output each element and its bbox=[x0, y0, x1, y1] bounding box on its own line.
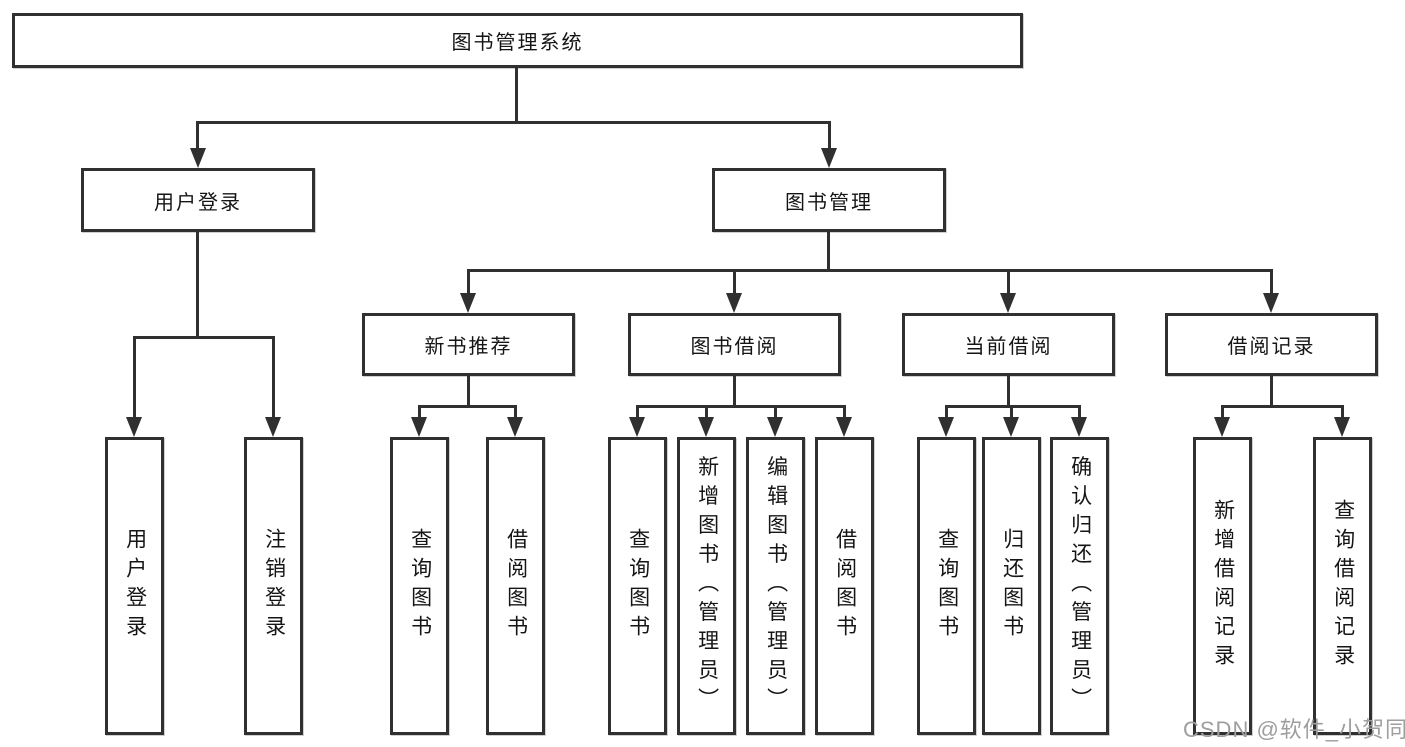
leaf-label: 确认归还（管理员） bbox=[1068, 455, 1092, 717]
connector-line bbox=[733, 269, 736, 296]
leaf-query-book-current: 查询图书 bbox=[917, 437, 976, 735]
node-label: 当前借阅 bbox=[964, 336, 1053, 358]
leaf-query-book-recommend: 查询图书 bbox=[390, 437, 449, 735]
arrowhead bbox=[1334, 417, 1350, 437]
leaf-confirm-return-admin: 确认归还（管理员） bbox=[1050, 437, 1109, 735]
connector-line bbox=[1007, 376, 1010, 407]
connector-line bbox=[636, 405, 845, 408]
leaf-label: 查询图书 bbox=[408, 528, 432, 644]
connector-line bbox=[133, 336, 275, 339]
leaf-add-book-admin: 新增图书（管理员） bbox=[677, 437, 736, 735]
arrowhead bbox=[190, 148, 206, 168]
connector-line bbox=[515, 68, 518, 121]
node-label: 图书管理系统 bbox=[451, 32, 584, 54]
connector-line bbox=[1221, 405, 1344, 408]
connector-line bbox=[1270, 269, 1273, 296]
connector-line bbox=[733, 376, 736, 407]
leaf-label: 借阅图书 bbox=[504, 528, 528, 644]
arrowhead bbox=[938, 417, 954, 437]
connector-line bbox=[418, 405, 421, 419]
leaf-label: 新增借阅记录 bbox=[1211, 499, 1235, 673]
connector-line bbox=[514, 405, 517, 419]
arrowhead bbox=[726, 293, 742, 313]
connector-line bbox=[827, 232, 830, 272]
arrowhead bbox=[411, 417, 427, 437]
leaf-label: 新增图书（管理员） bbox=[695, 455, 719, 717]
node-current-borrow: 当前借阅 bbox=[902, 313, 1115, 376]
arrowhead bbox=[629, 417, 645, 437]
arrowhead bbox=[767, 417, 783, 437]
leaf-label: 借阅图书 bbox=[833, 528, 857, 644]
leaf-label: 用户登录 bbox=[123, 528, 147, 644]
leaf-query-book-borrow: 查询图书 bbox=[608, 437, 667, 735]
node-label: 借阅记录 bbox=[1227, 336, 1316, 358]
connector-line bbox=[196, 232, 199, 338]
arrowhead bbox=[698, 417, 714, 437]
connector-line bbox=[843, 405, 846, 419]
arrowhead bbox=[1000, 293, 1016, 313]
arrowhead bbox=[1263, 293, 1279, 313]
arrowhead bbox=[1214, 417, 1230, 437]
connector-line bbox=[636, 405, 639, 419]
node-user-login: 用户登录 bbox=[81, 168, 315, 232]
node-book-borrow: 图书借阅 bbox=[628, 313, 841, 376]
leaf-label: 编辑图书（管理员） bbox=[764, 455, 788, 717]
node-label: 新书推荐 bbox=[424, 336, 513, 358]
node-label: 图书管理 bbox=[785, 191, 873, 214]
arrowhead bbox=[265, 417, 281, 437]
connector-line bbox=[1221, 405, 1224, 419]
leaf-borrow-book-recommend: 借阅图书 bbox=[486, 437, 545, 735]
connector-line bbox=[1078, 405, 1081, 419]
leaf-label: 查询图书 bbox=[626, 528, 650, 644]
node-book-management: 图书管理 bbox=[712, 168, 946, 232]
node-new-book-recommend: 新书推荐 bbox=[362, 313, 575, 376]
connector-line bbox=[1007, 269, 1010, 296]
connector-line bbox=[196, 121, 831, 124]
connector-line bbox=[945, 405, 948, 419]
node-label: 图书借阅 bbox=[690, 336, 779, 358]
connector-line bbox=[1270, 376, 1273, 407]
csdn-watermark: CSDN @软件_小贺同学 bbox=[1183, 717, 1405, 742]
leaf-label: 归还图书 bbox=[1000, 528, 1024, 644]
leaf-return-book: 归还图书 bbox=[982, 437, 1041, 735]
connector-line bbox=[467, 269, 1273, 272]
connector-line bbox=[272, 336, 275, 419]
leaf-query-borrow-record: 查询借阅记录 bbox=[1313, 437, 1372, 735]
leaf-edit-book-admin: 编辑图书（管理员） bbox=[746, 437, 805, 735]
connector-line bbox=[467, 269, 470, 296]
connector-line bbox=[1010, 405, 1013, 419]
node-borrow-records: 借阅记录 bbox=[1165, 313, 1378, 376]
arrowhead bbox=[507, 417, 523, 437]
connector-line bbox=[418, 405, 517, 408]
leaf-label: 注销登录 bbox=[262, 528, 286, 644]
arrowhead bbox=[821, 148, 837, 168]
arrowhead bbox=[1003, 417, 1019, 437]
leaf-borrow-book: 借阅图书 bbox=[815, 437, 874, 735]
arrowhead bbox=[126, 417, 142, 437]
leaf-logout: 注销登录 bbox=[244, 437, 303, 735]
leaf-user-login: 用户登录 bbox=[105, 437, 164, 735]
leaf-label: 查询图书 bbox=[935, 528, 959, 644]
connector-line bbox=[196, 121, 199, 151]
connector-line bbox=[467, 376, 470, 407]
arrowhead bbox=[836, 417, 852, 437]
connector-line bbox=[774, 405, 777, 419]
connector-line bbox=[1341, 405, 1344, 419]
connector-line bbox=[828, 121, 831, 151]
leaf-add-borrow-record: 新增借阅记录 bbox=[1193, 437, 1252, 735]
connector-line bbox=[133, 336, 136, 419]
arrowhead bbox=[460, 293, 476, 313]
leaf-label: 查询借阅记录 bbox=[1331, 499, 1355, 673]
arrowhead bbox=[1071, 417, 1087, 437]
node-label: 用户登录 bbox=[154, 191, 242, 214]
node-library-management-system: 图书管理系统 bbox=[12, 13, 1023, 68]
connector-line bbox=[705, 405, 708, 419]
